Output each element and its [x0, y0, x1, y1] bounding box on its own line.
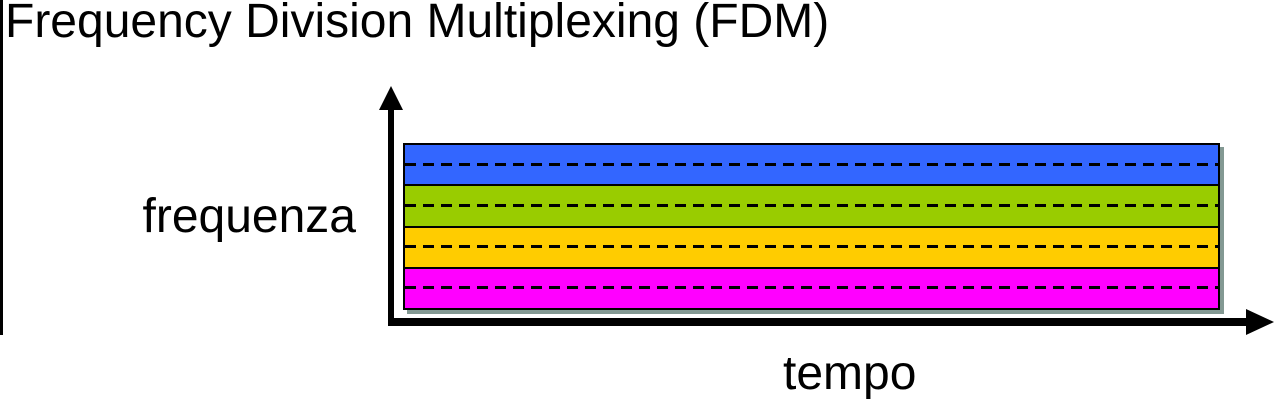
- x-axis-arrowhead-icon: [1246, 309, 1274, 335]
- frequency-band-channel-2: [405, 186, 1218, 228]
- y-axis-label: frequenza: [142, 190, 357, 243]
- fdm-band-stack: [403, 143, 1220, 310]
- band-center-dashline: [405, 245, 1218, 249]
- y-axis-line: [388, 104, 394, 326]
- x-axis-line: [388, 318, 1248, 326]
- band-center-dashline: [405, 162, 1218, 166]
- band-center-dashline: [405, 203, 1218, 207]
- band-center-dashline: [405, 286, 1218, 290]
- x-axis-label: tempo: [783, 347, 917, 400]
- y-axis-arrowhead-icon: [379, 86, 403, 110]
- frequency-band-channel-1: [405, 145, 1218, 187]
- frequency-band-channel-4: [405, 268, 1218, 308]
- frequency-band-channel-3: [405, 227, 1218, 269]
- slide-left-border: [0, 0, 3, 335]
- page-title: Frequency Division Multiplexing (FDM): [5, 0, 830, 48]
